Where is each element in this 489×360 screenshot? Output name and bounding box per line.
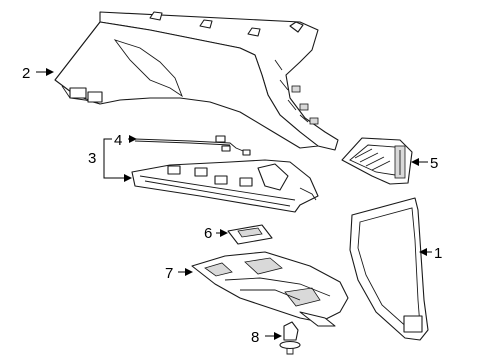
callout-8: 8 — [251, 329, 259, 346]
leader-3-bracket — [103, 138, 112, 179]
callout-7: 7 — [165, 265, 173, 282]
part-5-air-vent — [341, 137, 413, 185]
part-2-upper-trim-panel — [54, 11, 339, 151]
callout-6: 6 — [204, 225, 212, 242]
part-3-instrument-panel-bracket — [131, 159, 319, 213]
callout-2: 2 — [22, 65, 30, 82]
callouts-group: 2 4 3 5 6 7 1 8 — [22, 65, 442, 346]
callout-3: 3 — [88, 150, 96, 167]
callout-5: 5 — [430, 155, 438, 172]
callout-1: 1 — [434, 245, 442, 262]
part-7-insulator-panel — [191, 251, 349, 327]
part-1-side-trim-panel — [349, 197, 429, 341]
part-6-clip-pad — [227, 224, 273, 245]
part-8-push-pin-fastener — [279, 321, 301, 355]
part-4-wire-harness — [134, 135, 251, 156]
callout-4: 4 — [114, 132, 122, 149]
